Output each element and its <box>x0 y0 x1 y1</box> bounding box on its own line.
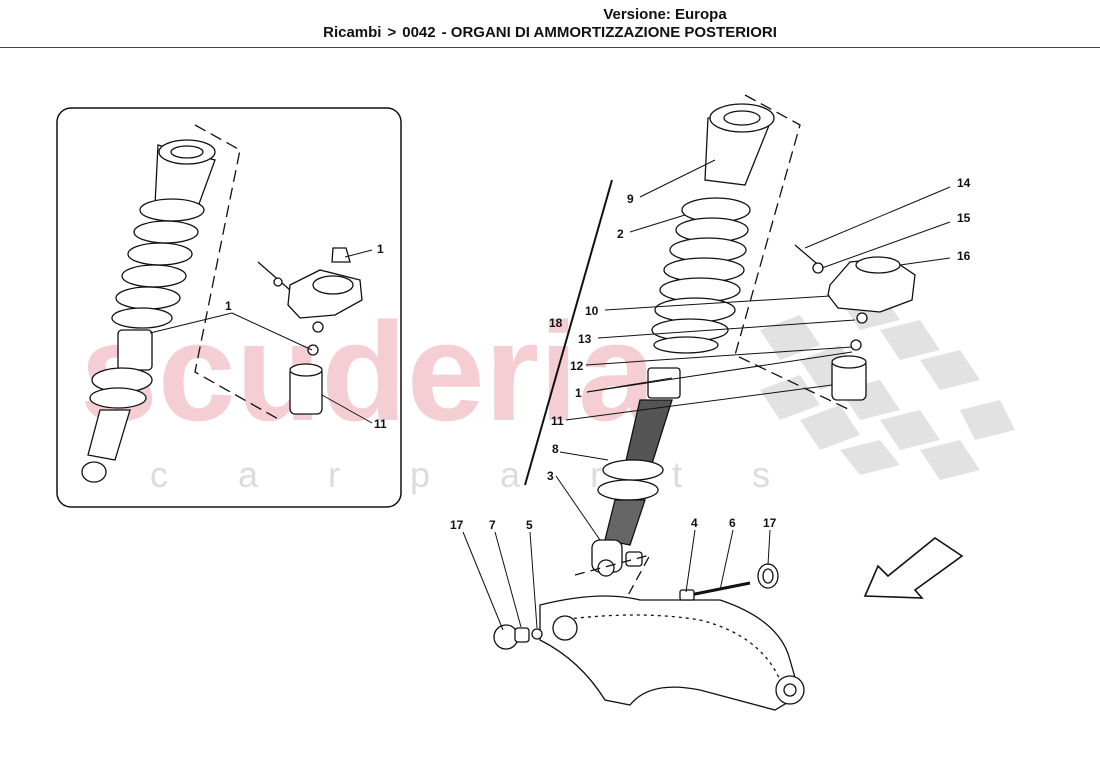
callout-label[interactable]: 1 <box>575 386 582 400</box>
callout-label[interactable]: 1 <box>377 242 384 256</box>
callout-label[interactable]: 6 <box>729 516 736 530</box>
inset-leader-lines <box>149 249 373 424</box>
callout-label[interactable]: 2 <box>617 227 624 241</box>
section-code: 0042 <box>402 24 436 41</box>
callout-label[interactable]: 7 <box>489 518 496 532</box>
main-shock-absorber <box>493 94 916 711</box>
inset-shock-absorber <box>81 124 363 483</box>
breadcrumb-separator: > <box>387 24 397 41</box>
callout-label[interactable]: 9 <box>627 192 634 206</box>
callout-label[interactable]: 4 <box>691 516 698 530</box>
callout-label[interactable]: 17 <box>763 516 777 530</box>
callout-label[interactable]: 10 <box>585 304 599 318</box>
callout-label[interactable]: 17 <box>450 518 464 532</box>
callout-label[interactable]: 14 <box>957 176 971 190</box>
callout-label[interactable]: 18 <box>549 316 563 330</box>
callout-label[interactable]: 15 <box>957 211 971 225</box>
section-title: - ORGANI DI AMMORTIZZAZIONE POSTERIORI <box>441 24 777 41</box>
watermark-sub: c a r p a r t s <box>150 454 800 495</box>
main-leader-lines <box>462 159 951 631</box>
callout-label[interactable]: 11 <box>374 417 387 431</box>
callout-label[interactable]: 5 <box>526 518 533 532</box>
callout-label[interactable]: 13 <box>578 332 592 346</box>
direction-arrow-icon <box>863 537 964 599</box>
inset-frame <box>56 107 402 508</box>
breadcrumb: Ricambi >0042 - ORGANI DI AMMORTIZZAZIONE … <box>0 24 1100 41</box>
callout-label[interactable]: 1 <box>225 299 232 313</box>
callout-label[interactable]: 11 <box>551 414 564 428</box>
page-header: Versione: Europa Ricambi >0042 - ORGANI DI… <box>0 0 1100 58</box>
callout-label[interactable]: 8 <box>552 442 559 456</box>
callout-label[interactable]: 16 <box>957 249 971 263</box>
callout-label[interactable]: 3 <box>547 469 554 483</box>
breadcrumb-root-link[interactable]: Ricambi <box>323 24 382 41</box>
version-label: Versione: Europa <box>603 6 727 23</box>
callout-label[interactable]: 12 <box>570 359 584 373</box>
header-divider <box>0 47 1100 48</box>
watermark-brand: scuderia <box>80 293 657 450</box>
